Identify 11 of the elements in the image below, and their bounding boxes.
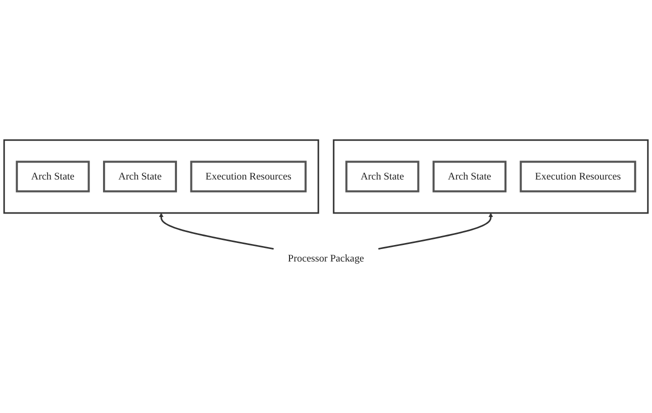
- arrow: [158, 212, 274, 250]
- node-box: Arch State: [16, 160, 90, 192]
- node-box: Arch State: [432, 160, 506, 192]
- node-box: Arch State: [345, 160, 420, 192]
- node-box: Arch State: [103, 160, 177, 192]
- node-box: Execution Resources: [190, 160, 307, 192]
- cluster: [332, 139, 649, 214]
- node-text: Processor Package: [288, 252, 364, 264]
- arrow: [378, 212, 494, 250]
- node-box: Execution Resources: [520, 160, 636, 192]
- cluster: [3, 139, 320, 214]
